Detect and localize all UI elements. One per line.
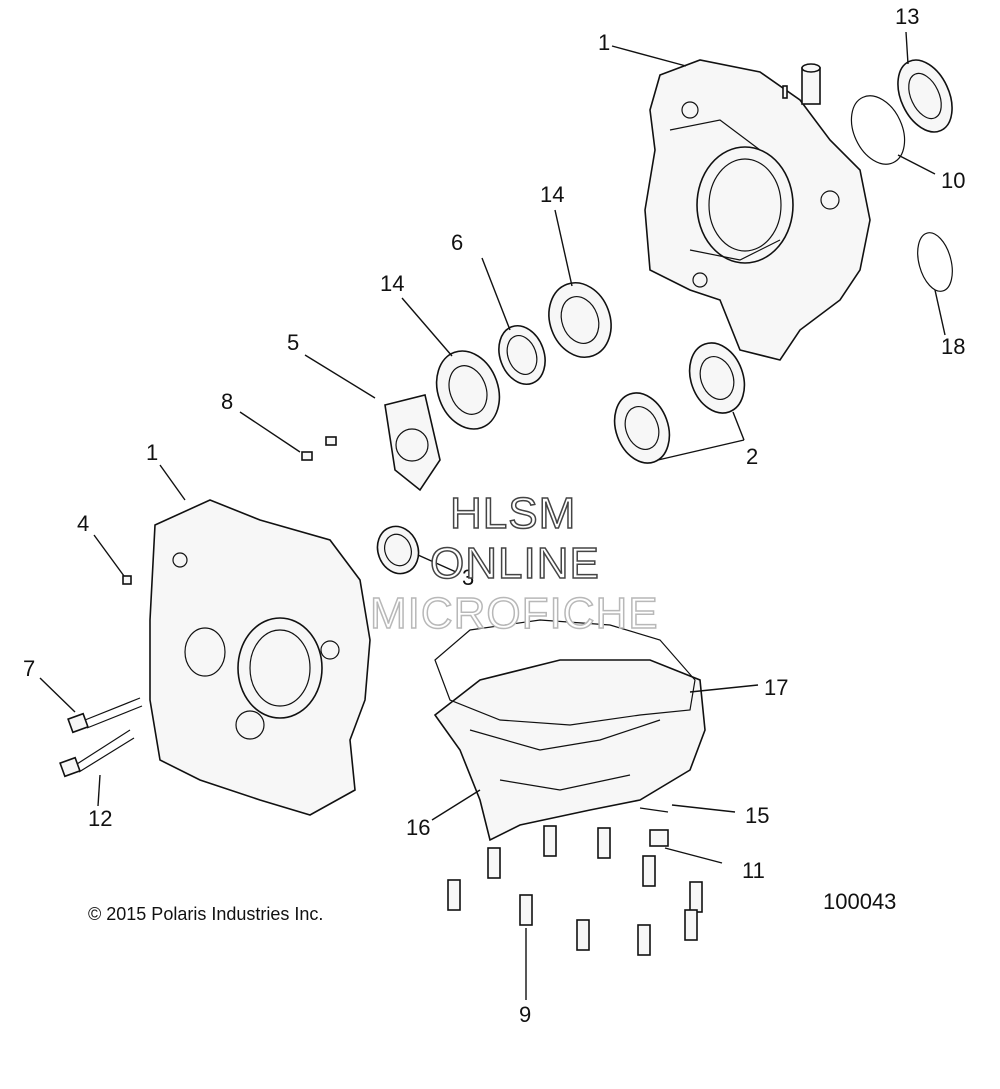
watermark-line-1: HLSM	[450, 489, 576, 538]
figure-number: 100043	[823, 889, 896, 914]
bearing-2-left	[613, 392, 671, 464]
crankcase-half-right	[644, 59, 871, 361]
seal-6	[498, 325, 546, 385]
callout-4: 4	[77, 511, 89, 536]
dowel-sleeve	[782, 63, 821, 105]
callout-1-top: 1	[598, 30, 610, 55]
copyright-notice: © 2015 Polaris Industries Inc.	[88, 904, 323, 924]
oil-pan-16	[433, 659, 706, 842]
callout-18: 18	[941, 334, 965, 359]
drain-plug-11	[649, 829, 669, 847]
bearing-14-lower	[435, 350, 501, 430]
crankcase-half-left	[149, 499, 371, 816]
gasket-5	[384, 394, 441, 492]
oil-seal-13	[897, 59, 953, 133]
bolt-12	[59, 729, 135, 778]
callout-6: 6	[451, 230, 463, 255]
callout-1-bottom: 1	[146, 440, 158, 465]
callout-2: 2	[746, 444, 758, 469]
callout-10: 10	[941, 168, 965, 193]
bushing-3	[376, 525, 420, 575]
callout-14-upper: 14	[540, 182, 564, 207]
callout-13: 13	[895, 4, 919, 29]
callout-14-lower: 14	[380, 271, 404, 296]
callout-15: 15	[745, 803, 769, 828]
retaining-ring-10	[850, 95, 906, 165]
callout-5: 5	[287, 330, 299, 355]
callout-8: 8	[221, 389, 233, 414]
bearing-14-upper	[548, 282, 612, 358]
callout-12: 12	[88, 806, 112, 831]
callout-9: 9	[519, 1002, 531, 1027]
dowel-15	[639, 807, 669, 813]
oil-pan-bolts-9	[447, 825, 703, 956]
leader-lines	[39, 31, 946, 1000]
screws-8	[301, 436, 337, 461]
retaining-ring-18	[917, 232, 953, 292]
bearing-2-right	[688, 342, 746, 414]
watermark-line-3: MICROFICHE	[370, 589, 659, 638]
bolt-7	[67, 697, 143, 734]
callout-16: 16	[406, 815, 430, 840]
dowel-4	[122, 575, 132, 585]
callout-3: 3	[462, 565, 474, 590]
watermark-line-2: ONLINE	[430, 539, 600, 588]
oil-pan-gasket-17	[434, 619, 696, 726]
callout-7: 7	[23, 656, 35, 681]
callout-17: 17	[764, 675, 788, 700]
callout-11: 11	[742, 858, 765, 883]
